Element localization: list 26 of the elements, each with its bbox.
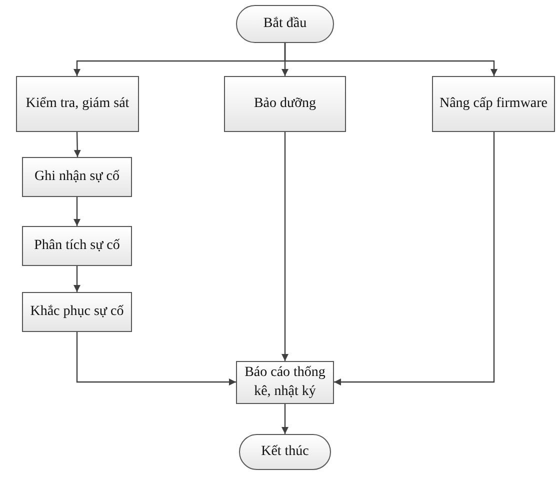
process-box xyxy=(236,361,334,404)
terminal-box xyxy=(239,434,331,470)
node-label: Bắt đầu xyxy=(263,14,307,33)
terminal-box xyxy=(236,5,334,43)
process-box xyxy=(22,226,132,266)
arrow xyxy=(74,266,80,292)
arrow xyxy=(74,132,81,158)
arrow xyxy=(334,132,495,386)
process-box xyxy=(16,76,139,132)
node-label: Phân tích sự cố xyxy=(34,236,120,255)
process-box xyxy=(22,292,132,332)
process-box xyxy=(432,76,555,132)
arrow xyxy=(74,197,80,226)
process-box xyxy=(22,157,132,197)
node-label: Ghi nhận sự cố xyxy=(34,168,120,186)
node-label: Khắc phục sự cố xyxy=(30,302,124,321)
node-label: Bảo dưỡng xyxy=(254,94,316,113)
node-label: Kết thúc xyxy=(261,442,309,461)
node-label: Báo cáo thống kê, nhật ký xyxy=(244,364,326,400)
arrow xyxy=(284,43,498,76)
process-box xyxy=(224,76,346,132)
node-label: Kiểm tra, giám sát xyxy=(26,94,130,113)
node-label: Nâng cấp firmware xyxy=(439,94,548,113)
arrow xyxy=(282,132,288,361)
arrow xyxy=(76,332,236,386)
arrow xyxy=(282,404,288,434)
